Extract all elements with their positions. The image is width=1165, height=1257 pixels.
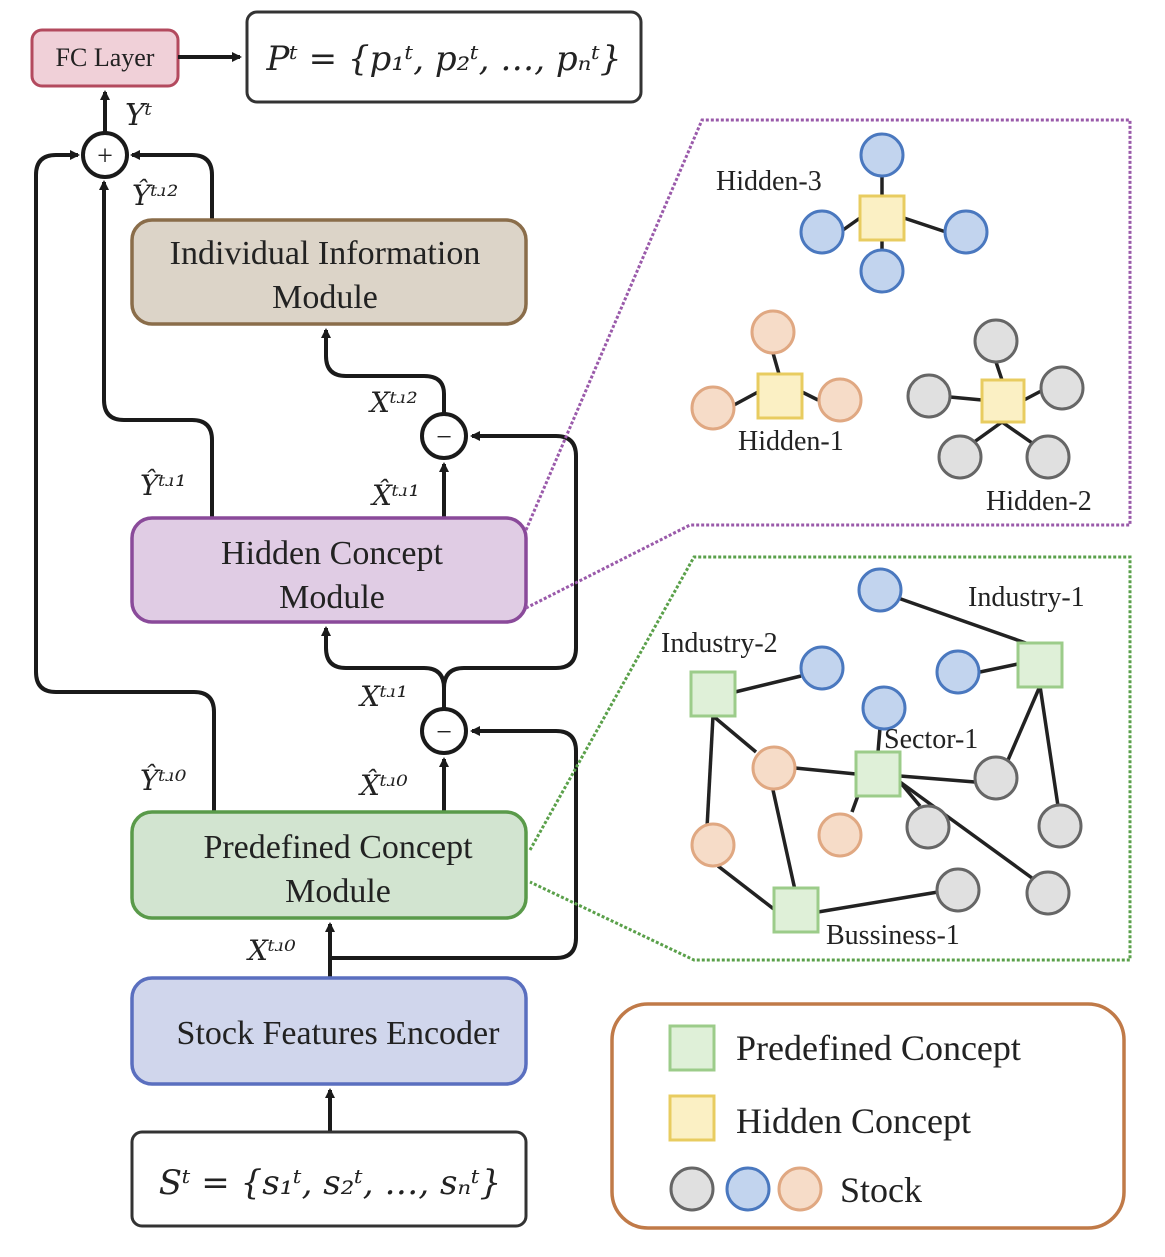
plus-operator: + (81, 131, 129, 179)
hidden-module-line1: Hidden Concept (221, 535, 443, 572)
stock-node (1025, 434, 1071, 480)
y-hat-t1-path (99, 180, 214, 518)
y-hat-t0-path (34, 150, 216, 812)
signal-y-hat-t1: Ŷᵗʴ¹ (140, 469, 186, 502)
input-formula-box: Sᵗ = {s₁ᵗ, s₂ᵗ, …, sₙᵗ} (130, 1130, 528, 1228)
predefined-concept-panel: Industry-1 Industry-2 Sector-1 Bussiness… (528, 555, 1132, 962)
output-formula-box: Pᵗ = {p₁ᵗ, p₂ᵗ, …, pₙᵗ} (245, 10, 643, 104)
industry-2-label: Industry-2 (661, 628, 778, 659)
legend-stock-gray-swatch (669, 1166, 715, 1212)
individual-module-line2: Module (272, 279, 378, 316)
signal-y-t: Yᵗ (125, 98, 153, 133)
individual-information-module: Individual Information Module (130, 218, 528, 326)
stock-node (906, 373, 952, 419)
legend-predefined-swatch (668, 1024, 716, 1072)
predefined-concept-module: Predefined Concept Module (130, 810, 528, 920)
stock-node (935, 867, 981, 913)
stock-node (973, 755, 1019, 801)
hidden-concept-panel: Hidden-3 Hidden-1 Hidden-2 (524, 118, 1132, 610)
predefined-concept-node (689, 670, 737, 718)
stock-node (905, 804, 951, 850)
stock-node (859, 248, 905, 294)
fc-layer-box: FC Layer (30, 28, 180, 88)
signal-x-t2: Xᵗʴ² (368, 386, 418, 419)
stock-node (799, 209, 845, 255)
y-hat-t2-path (130, 150, 214, 220)
stock-features-encoder: Stock Features Encoder (130, 976, 528, 1086)
encoder-label: Stock Features Encoder (177, 1015, 501, 1052)
stock-node (937, 434, 983, 480)
stock-node (750, 309, 796, 355)
stock-node (857, 567, 903, 613)
predefined-module-line1: Predefined Concept (203, 829, 473, 866)
minus-operator-top: − (420, 412, 468, 460)
minus-symbol-top: − (436, 422, 452, 453)
x-t0-to-minus-path (330, 726, 578, 960)
legend-stock-orange-swatch (777, 1166, 823, 1212)
legend: Predefined Concept Hidden Concept Stock (610, 1002, 1126, 1230)
hidden-1-cluster: Hidden-1 (690, 309, 863, 457)
stock-node (859, 132, 905, 178)
stock-node (973, 318, 1019, 364)
hidden-panel-border (524, 118, 1132, 610)
signal-x-t0: Xᵗʴ⁰ (246, 934, 296, 967)
stock-node (690, 822, 736, 868)
input-formula: Sᵗ = {s₁ᵗ, s₂ᵗ, …, sₙᵗ} (159, 1163, 501, 1203)
stock-node (751, 745, 797, 791)
legend-stock-label: Stock (840, 1170, 922, 1210)
hidden-module-line2: Module (279, 579, 385, 616)
signal-y-hat-t0: Ŷᵗʴ⁰ (140, 764, 186, 797)
x-t1-to-minus-path (442, 431, 578, 689)
minus-operator-bottom: − (420, 707, 468, 755)
predefined-concept-node (1016, 641, 1064, 689)
legend-predefined-label: Predefined Concept (736, 1028, 1021, 1068)
stock-node (817, 812, 863, 858)
stock-node (799, 645, 845, 691)
minus-symbol-bottom: − (436, 717, 452, 748)
signal-y-hat-t2: Ŷᵗʴ² (132, 179, 178, 212)
hidden-concept-node (858, 194, 906, 242)
x-t2-path (321, 328, 446, 414)
signal-x-hat-t0: X̂ᵗʴ⁰ (358, 769, 408, 802)
hidden-3-label: Hidden-3 (716, 166, 822, 197)
predefined-concept-node (772, 886, 820, 934)
stock-node (690, 385, 736, 431)
stock-node (861, 685, 907, 731)
legend-hidden-swatch (668, 1094, 716, 1142)
hidden-2-label: Hidden-2 (986, 486, 1092, 517)
legend-hidden-label: Hidden Concept (736, 1101, 971, 1141)
predefined-panel-border (528, 555, 1132, 962)
predefined-module-line2: Module (285, 873, 391, 910)
legend-stock-blue-swatch (725, 1166, 771, 1212)
stock-node (1025, 870, 1071, 916)
individual-module-line1: Individual Information (170, 235, 481, 272)
hidden-3-cluster: Hidden-3 (716, 132, 989, 294)
hidden-concept-module: Hidden Concept Module (130, 516, 528, 624)
signal-x-t1: Xᵗʴ¹ (358, 680, 408, 713)
plus-symbol: + (97, 141, 113, 172)
hidden-concept-node (756, 372, 804, 420)
hidden-concept-node (980, 378, 1026, 424)
sector-1-label: Sector-1 (884, 724, 978, 755)
stock-node (1037, 803, 1083, 849)
predefined-concept-node (854, 750, 902, 798)
stock-node (817, 377, 863, 423)
bussiness-1-label: Bussiness-1 (826, 920, 960, 951)
output-formula: Pᵗ = {p₁ᵗ, p₂ᵗ, …, pₙᵗ} (266, 39, 622, 79)
stock-node (935, 649, 981, 695)
industry-1-label: Industry-1 (968, 582, 1085, 613)
stock-node (943, 209, 989, 255)
x-t1-to-hidden-path (321, 626, 446, 708)
fc-layer-label: FC Layer (56, 43, 155, 72)
hidden-1-label: Hidden-1 (738, 426, 844, 457)
hidden-2-cluster: Hidden-2 (906, 318, 1092, 517)
signal-x-hat-t1: X̂ᵗʴ¹ (370, 479, 420, 512)
stock-node (1039, 365, 1085, 411)
